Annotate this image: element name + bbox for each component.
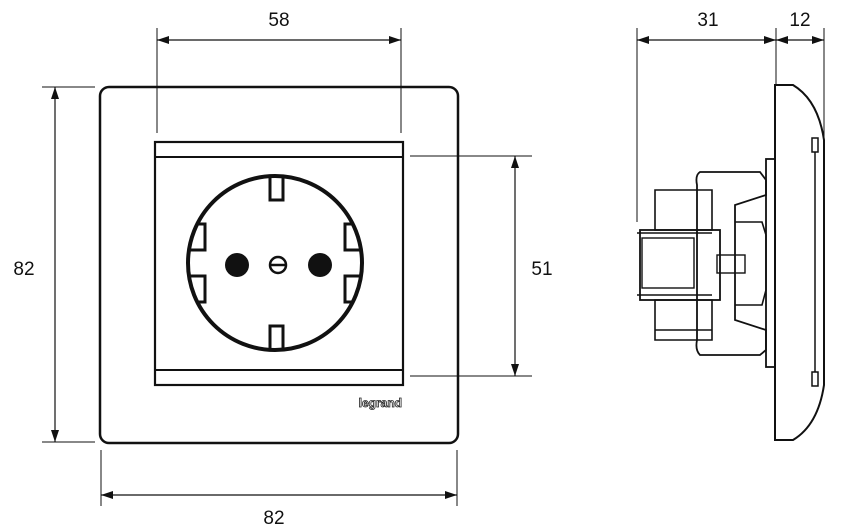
mechanism-body — [637, 171, 767, 356]
socket-outlet — [186, 174, 364, 352]
dimension-frame-height: 82 — [13, 86, 95, 443]
brand-logo: legrand — [359, 396, 402, 410]
dimension-frame-width: 82 — [100, 450, 458, 529]
insert-outline — [153, 140, 405, 387]
dimension-cover-depth: 12 — [776, 10, 825, 140]
frame-outline — [98, 85, 460, 445]
dimension-label: 12 — [789, 10, 810, 31]
mounting-plate — [765, 158, 776, 368]
pin-hole-left — [225, 253, 249, 277]
cover-plate-profile — [774, 84, 825, 441]
dimension-label: 82 — [263, 508, 284, 529]
dimension-label: 58 — [268, 10, 289, 31]
dimension-mechanism-depth: 31 — [636, 10, 777, 222]
dimension-insert-width: 58 — [156, 10, 402, 133]
side-view — [637, 84, 825, 441]
screw-icon — [268, 255, 288, 275]
dimension-label: 31 — [697, 10, 718, 31]
dimension-label: 51 — [531, 259, 552, 280]
front-view: legrand — [98, 85, 460, 445]
pin-hole-right — [308, 253, 332, 277]
dimension-insert-height: 51 — [410, 155, 553, 377]
dimension-label: 82 — [13, 259, 34, 280]
